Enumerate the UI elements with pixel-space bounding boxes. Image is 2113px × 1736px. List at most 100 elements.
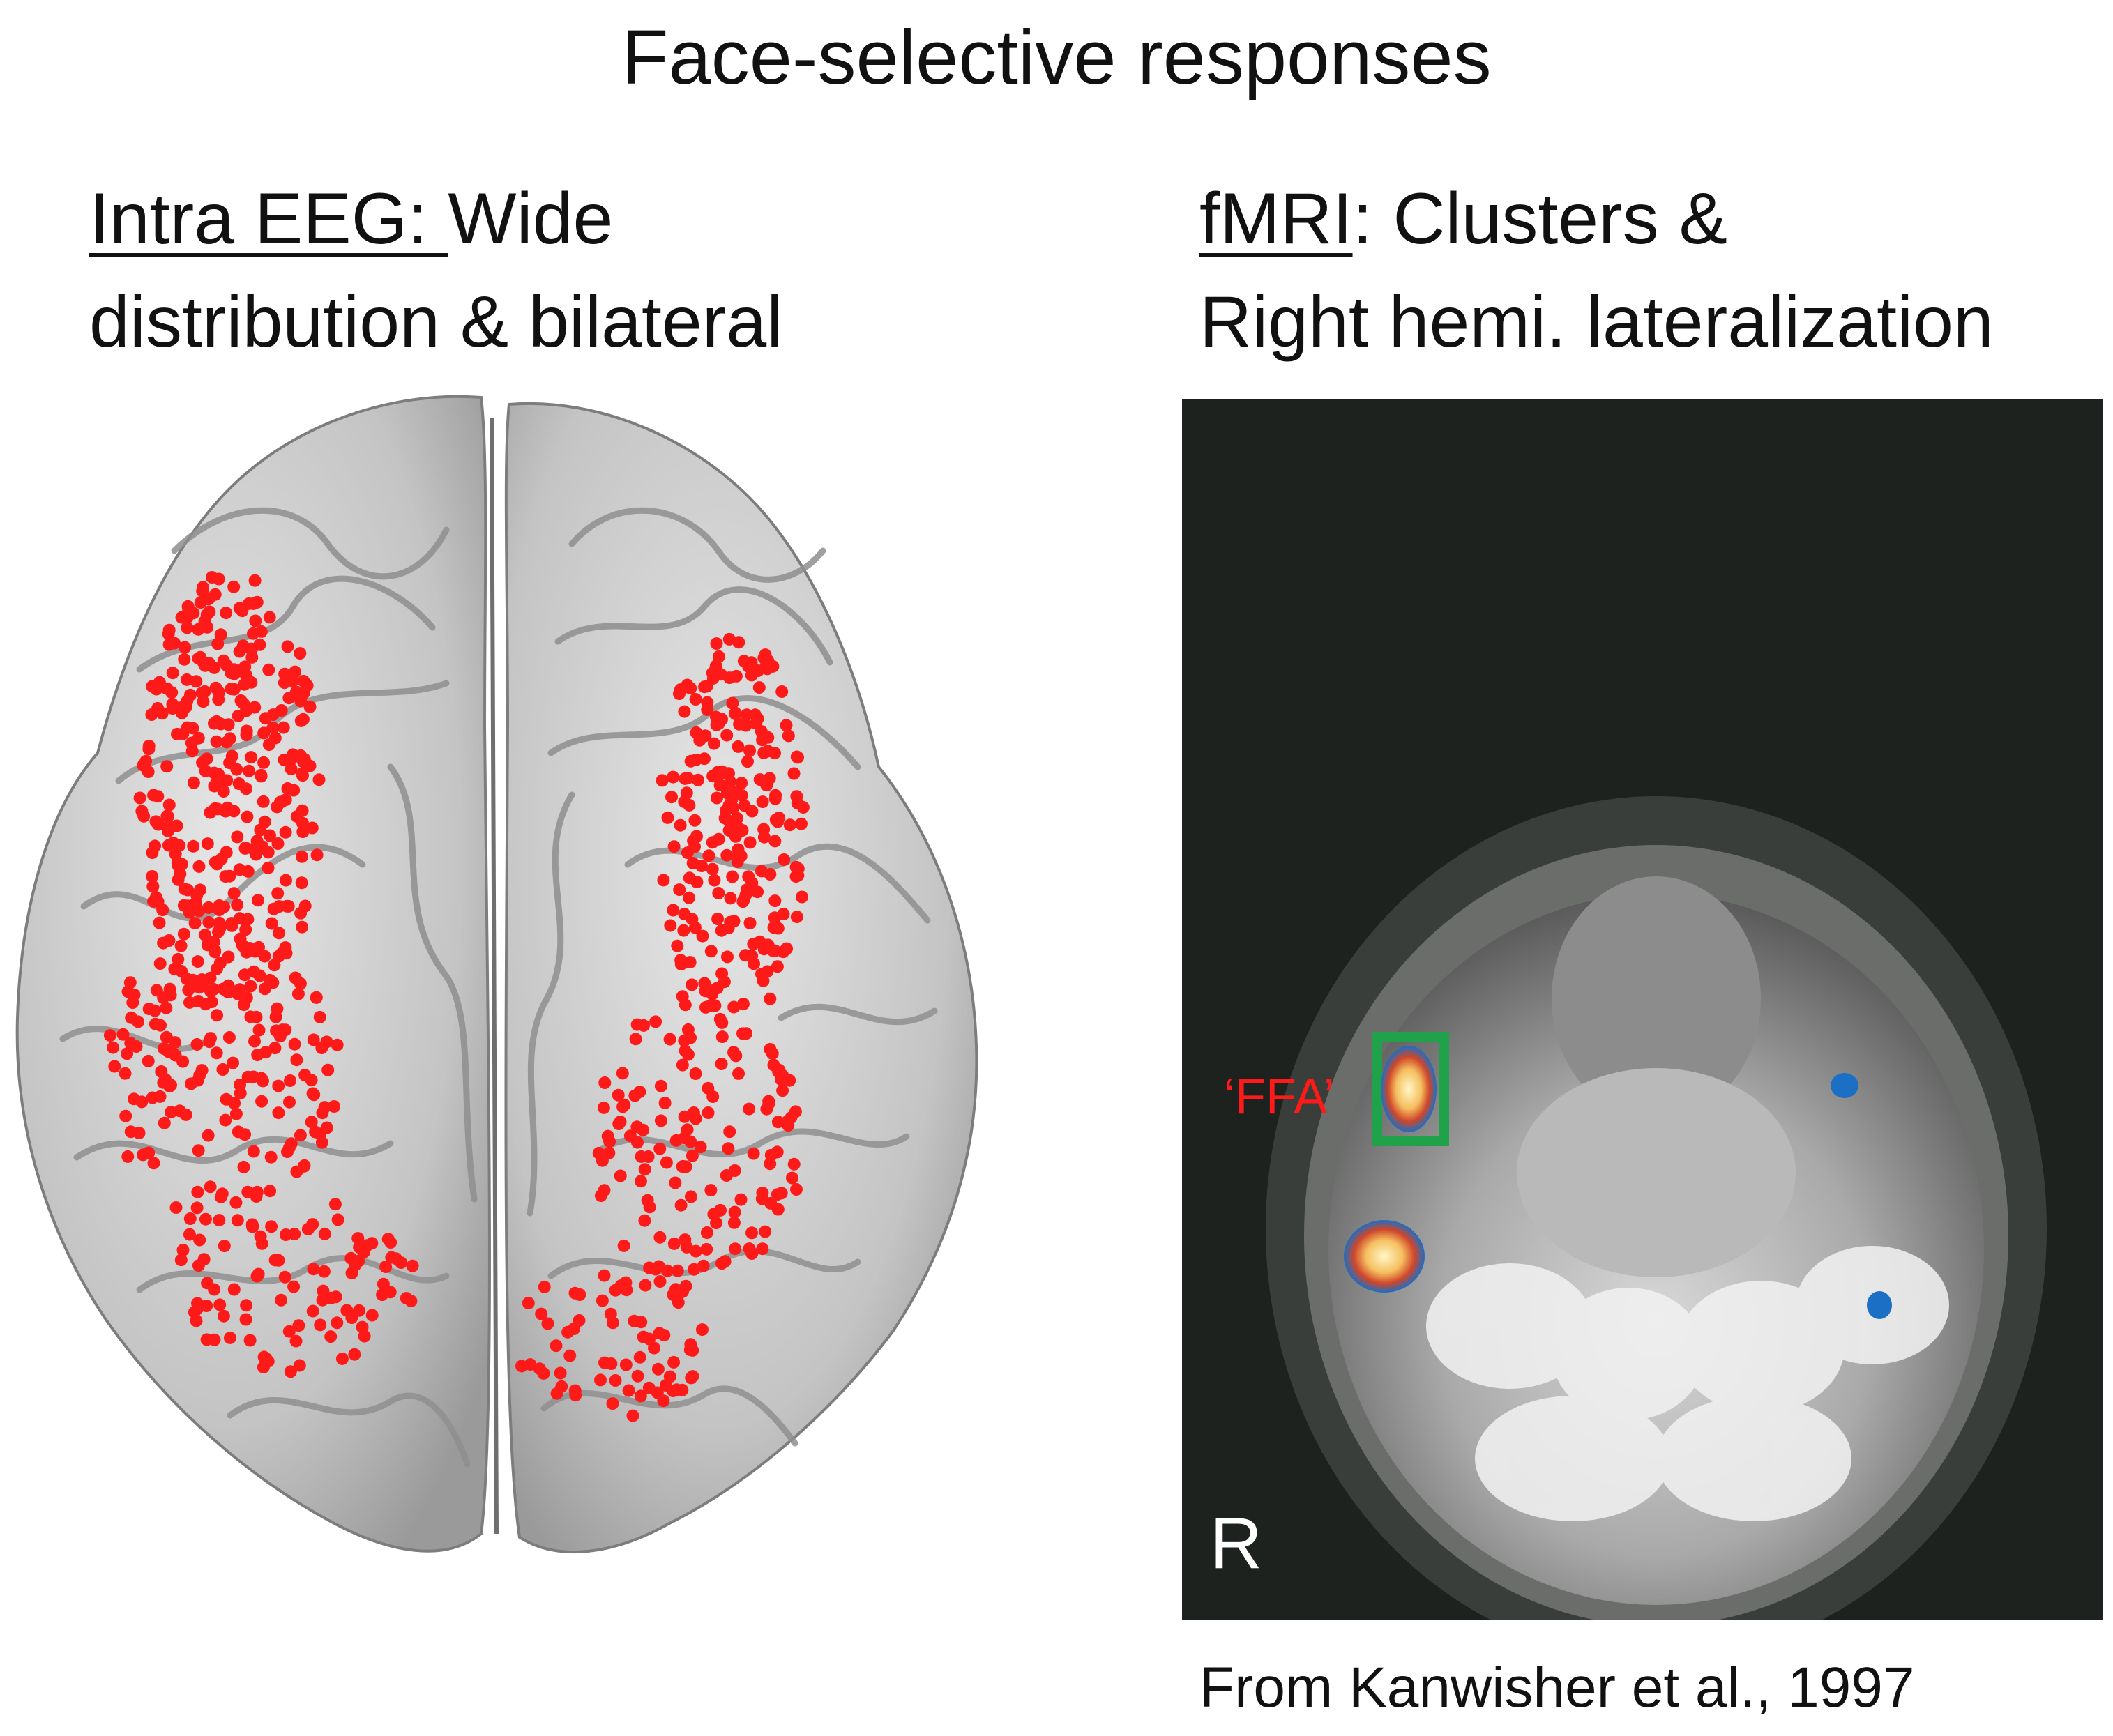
- electrode-dot: [688, 921, 702, 934]
- electrode-dot: [706, 862, 719, 876]
- electrode-dot: [303, 759, 317, 772]
- electrode-dot: [379, 1261, 393, 1273]
- electrode-dot: [654, 1079, 667, 1092]
- electrode-dot: [715, 1030, 729, 1044]
- electrode-dot: [272, 1254, 285, 1267]
- brainstem: [1552, 876, 1761, 1120]
- electrode-dot: [729, 830, 742, 843]
- electrode-dot: [522, 1297, 535, 1309]
- electrode-dot: [741, 755, 754, 768]
- electrode-dot: [294, 694, 308, 708]
- electrode-dot: [277, 721, 290, 734]
- electrode-dot: [284, 1074, 296, 1087]
- electrode-dot: [250, 595, 264, 609]
- ofa-activation: [1344, 1220, 1425, 1293]
- electrode-dot: [310, 848, 324, 862]
- electrode-dot: [135, 1095, 149, 1109]
- electrode-dot: [121, 1047, 134, 1060]
- electrode-dot: [344, 1251, 358, 1265]
- electrode-dot: [119, 1109, 132, 1122]
- electrode-dot: [674, 818, 687, 832]
- electrode-dot: [673, 687, 686, 701]
- electrode-dot: [358, 1330, 371, 1343]
- electrode-dot: [153, 957, 167, 970]
- electrode-dot: [780, 942, 793, 955]
- fmri-heading-rest: : Clusters &: [1352, 178, 1727, 259]
- electrode-dot: [331, 1213, 344, 1226]
- electrode-dot: [698, 977, 711, 990]
- electrode-dot: [696, 1323, 709, 1337]
- electrode-dot: [763, 772, 776, 785]
- electrode-dot: [121, 1150, 135, 1163]
- electrode-dot: [720, 729, 734, 742]
- electrode-dot: [314, 1127, 327, 1141]
- electrode-dot: [241, 865, 255, 878]
- electrode-dot: [637, 1123, 650, 1136]
- electrode-dot: [653, 1327, 666, 1340]
- electrode-dot: [654, 1114, 667, 1127]
- electrode-dot: [233, 983, 246, 996]
- electrode-dot: [234, 1087, 247, 1100]
- electrode-dot: [243, 764, 256, 777]
- electrode-dot: [312, 773, 326, 786]
- electrode-dot: [290, 1053, 303, 1067]
- electrode-dot: [192, 1144, 205, 1157]
- electrode-dot: [771, 1116, 785, 1129]
- electrode-dot: [213, 1298, 227, 1311]
- page-title: Face-selective responses: [621, 15, 1492, 100]
- electrode-dot: [753, 935, 766, 948]
- electrode-dot: [116, 1028, 130, 1041]
- electrode-dot: [679, 1279, 692, 1293]
- electrode-dot: [192, 731, 205, 745]
- electrode-dot: [686, 1149, 699, 1162]
- electrode-dot: [275, 1293, 288, 1307]
- electrode-dot: [524, 1358, 537, 1371]
- electrode-dot: [188, 917, 202, 930]
- electrode-dot: [265, 1220, 278, 1233]
- electrode-dot: [702, 849, 715, 862]
- electrode-dot: [232, 709, 245, 722]
- electrode-dot: [307, 1263, 320, 1276]
- electrode-dot: [288, 1037, 301, 1051]
- electrode-dot: [740, 1027, 753, 1040]
- electrode-dot: [657, 874, 670, 887]
- electrode-dot: [335, 1352, 349, 1365]
- electrode-dot: [282, 1325, 296, 1338]
- electrode-dot: [209, 855, 222, 869]
- electrode-dot: [766, 1047, 779, 1060]
- electrode-dot: [151, 701, 165, 715]
- electrode-dot: [722, 1142, 735, 1155]
- electrode-dot: [238, 678, 251, 691]
- intra-eeg-heading-line2: distribution & bilateral: [89, 282, 783, 363]
- electrode-dot: [706, 667, 719, 680]
- electrode-dot: [727, 1216, 741, 1229]
- electrode-dot: [618, 1098, 631, 1111]
- electrode-dot: [724, 775, 737, 789]
- electrode-dot: [264, 1185, 277, 1198]
- source-caption: From Kanwisher et al., 1997: [1199, 1656, 1915, 1719]
- electrode-dot: [203, 1035, 216, 1049]
- electrode-dot: [251, 894, 264, 907]
- electrode-dot: [241, 1070, 255, 1083]
- electrode-dot: [146, 870, 159, 883]
- electrode-dot: [234, 664, 247, 678]
- electrode-dot: [745, 805, 759, 818]
- electrode-dot: [667, 904, 680, 917]
- electrode-dot: [796, 890, 808, 904]
- ffa-label: ‘FFA’: [1224, 1069, 1335, 1125]
- electrode-dot: [248, 701, 262, 714]
- electrode-dot: [291, 987, 305, 1000]
- electrode-dot: [239, 842, 252, 854]
- electrode-dot: [279, 874, 292, 887]
- electrode-dot: [210, 735, 223, 748]
- electrode-dot: [187, 776, 200, 789]
- electrode-dot: [683, 798, 696, 812]
- electrode-dot: [192, 1259, 205, 1272]
- electrode-dot: [253, 969, 266, 982]
- electrode-dot: [179, 641, 192, 654]
- electrode-dot: [683, 871, 696, 885]
- fmri-image: [1266, 796, 2047, 1620]
- electrode-dot: [201, 837, 214, 851]
- electrode-dot: [227, 805, 241, 818]
- electrode-dot: [698, 752, 711, 766]
